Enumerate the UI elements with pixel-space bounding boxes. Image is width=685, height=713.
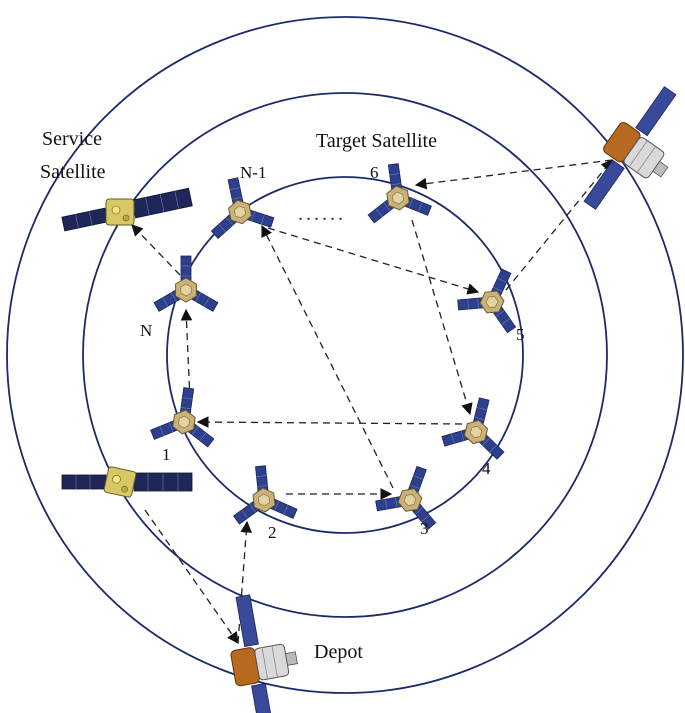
target-label-1: 1 (162, 445, 171, 464)
target-satellite-n-1 (201, 171, 277, 241)
target-label-5: 5 (516, 325, 525, 344)
depot-label: Depot (314, 641, 363, 663)
arrow-target6-to-target4 (411, 219, 473, 416)
target-satellite-1 (148, 383, 221, 449)
target-satellite-label: Target Satellite (316, 130, 437, 152)
target-label-3: 3 (420, 519, 429, 538)
service-satellite-label-line2: Satellite (40, 161, 106, 183)
outer-orbit (6, 16, 684, 694)
arrow-target4-to-target1 (196, 416, 463, 428)
depot-top-right (571, 77, 685, 230)
arrow-service-to-target2 (144, 509, 239, 644)
depot-bottom (220, 588, 310, 713)
service-satellite-top (61, 187, 193, 232)
transfer-arrows (131, 159, 613, 644)
target-satellite-n (153, 255, 219, 312)
target-label-n-1: N-1 (240, 163, 266, 182)
target-label-n: N (140, 321, 152, 340)
service-satellite-bottom (58, 446, 197, 517)
arrow-target5-to-depot (505, 159, 613, 291)
middle-orbit (82, 92, 608, 618)
target-satellite-4 (439, 390, 516, 461)
arrow-target3-to-targetN1 (261, 224, 394, 489)
target-label-2: 2 (268, 523, 277, 542)
arrow-targetN-to-service (131, 224, 181, 276)
arrow-depot-to-target2 (237, 520, 253, 644)
arrow-targetN1-to-target5 (267, 227, 480, 295)
ellipsis-label: ...... (298, 203, 346, 225)
arrow-depot-to-target6 (414, 159, 613, 190)
arrow-target1-to-targetN (180, 308, 193, 401)
target-orbit (166, 176, 524, 534)
service-satellite-label-line1: Service (42, 128, 102, 150)
target-label-4: 4 (482, 459, 491, 478)
target-label-6: 6 (370, 163, 379, 182)
